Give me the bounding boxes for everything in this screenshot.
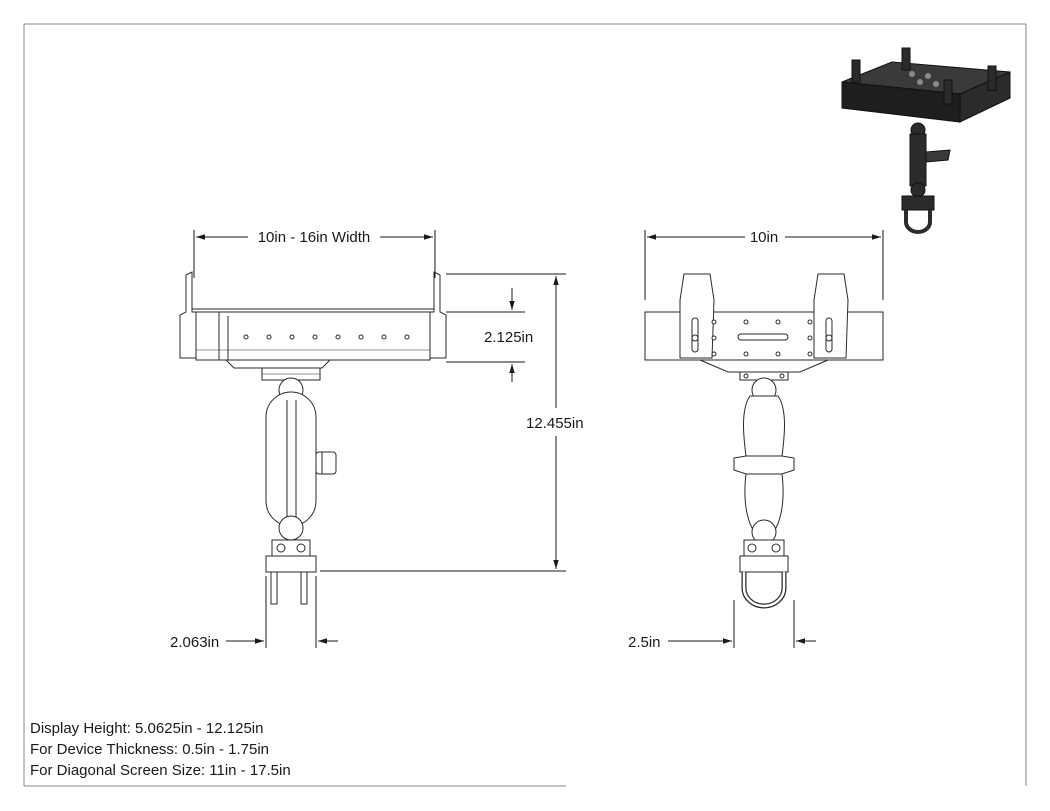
side-width-label: 10in: [750, 229, 778, 246]
front-width-label: 10in - 16in Width: [258, 229, 371, 246]
spec-screen-size: For Diagonal Screen Size: 11in - 17.5in: [30, 762, 291, 779]
front-base-label: 2.063in: [170, 634, 219, 651]
side-base-label: 2.5in: [628, 634, 661, 651]
tray-depth-label: 2.125in: [484, 329, 533, 346]
dimension-lines: [193, 230, 884, 648]
spec-display-height: Display Height: 5.0625in - 12.125in: [30, 720, 264, 737]
overall-height-label: 12.455in: [526, 415, 584, 432]
isometric-thumbnail: [841, 47, 1011, 234]
dimension-labels: 10in - 16in Width 10in 2.125in 12.455in …: [170, 229, 778, 651]
drawing-border: [23, 23, 1027, 787]
front-view: [179, 271, 447, 605]
side-view: [644, 273, 884, 609]
spec-device-thickness: For Device Thickness: 0.5in - 1.75in: [30, 741, 269, 758]
